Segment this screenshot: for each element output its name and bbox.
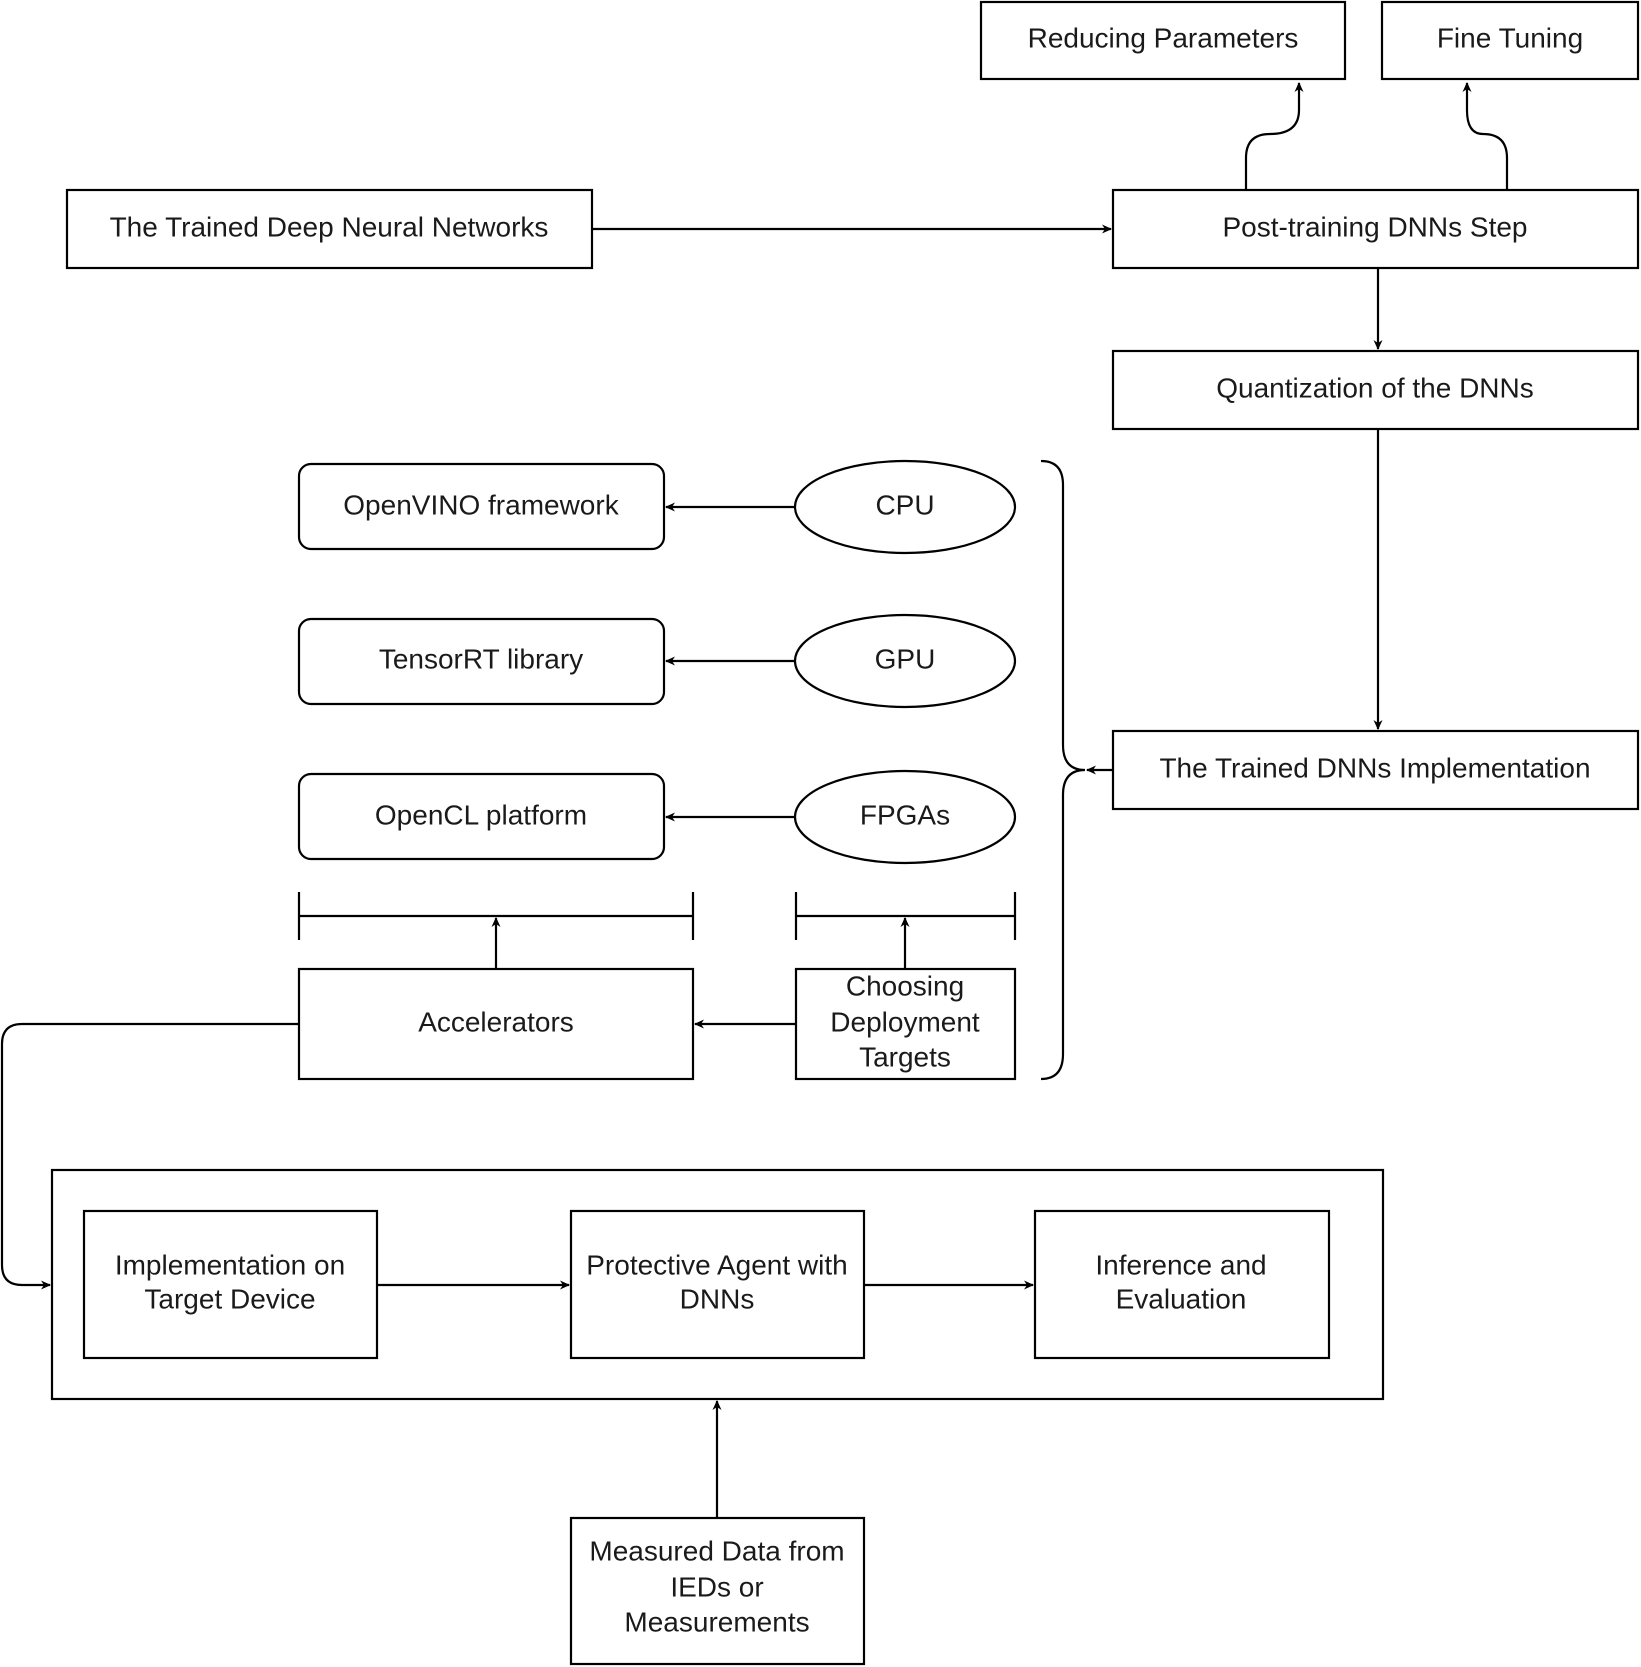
deployment-curly-brace (1040, 459, 1086, 1081)
reducing-parameters-label: Reducing Parameters (1028, 22, 1299, 53)
trained-impl-label: The Trained DNNs Implementation (1159, 752, 1590, 783)
tensorrt-node: TensorRT library (297, 617, 666, 706)
inference-line-1: Inference and (1095, 1249, 1266, 1280)
impl-target-line-2: Target Device (144, 1283, 315, 1314)
trained-impl-node: The Trained DNNs Implementation (1111, 729, 1640, 811)
impl-target-line-1: Implementation on (115, 1249, 345, 1280)
post-training-label: Post-training DNNs Step (1222, 211, 1527, 242)
library-group-bracket (297, 892, 695, 940)
hardware-group-bracket (794, 892, 1017, 940)
choosing-targets-line-2: Deployment (830, 1006, 980, 1037)
cpu-label: CPU (875, 489, 934, 520)
measured-data-line-3: Measurements (624, 1606, 809, 1637)
quantization-label: Quantization of the DNNs (1216, 372, 1534, 403)
post-training-node: Post-training DNNs Step (1111, 188, 1640, 270)
impl-target-node: Implementation on Target Device (82, 1209, 379, 1360)
inference-line-2: Evaluation (1116, 1283, 1247, 1314)
choosing-targets-line-1: Choosing (846, 970, 964, 1001)
fpgas-node: FPGAs (793, 769, 1017, 865)
measured-data-line-2: IEDs or (670, 1571, 763, 1602)
fpgas-label: FPGAs (860, 799, 950, 830)
fine-tuning-node: Fine Tuning (1380, 0, 1640, 81)
measured-data-line-1: Measured Data from (589, 1535, 844, 1566)
protective-agent-line-2: DNNs (680, 1283, 755, 1314)
arrow-post-training-to-reducing (1244, 82, 1304, 190)
reducing-parameters-node: Reducing Parameters (979, 0, 1347, 81)
opencl-label: OpenCL platform (375, 799, 587, 830)
trained-dnn-label: The Trained Deep Neural Networks (110, 211, 549, 242)
choosing-targets-line-3: Targets (859, 1041, 951, 1072)
openvino-node: OpenVINO framework (297, 462, 666, 551)
tensorrt-label: TensorRT library (379, 643, 583, 674)
accelerators-label: Accelerators (418, 1006, 574, 1037)
choosing-targets-node: Choosing Deployment Targets (794, 967, 1017, 1081)
protective-agent-node: Protective Agent with DNNs (569, 1209, 866, 1360)
openvino-label: OpenVINO framework (343, 489, 619, 520)
inference-node: Inference and Evaluation (1033, 1209, 1331, 1360)
quantization-node: Quantization of the DNNs (1111, 349, 1640, 431)
trained-dnn-node: The Trained Deep Neural Networks (65, 188, 594, 270)
cpu-node: CPU (793, 459, 1017, 555)
protective-agent-line-1: Protective Agent with (586, 1249, 847, 1280)
measured-data-node: Measured Data from IEDs or Measurements (569, 1516, 866, 1666)
opencl-node: OpenCL platform (297, 772, 666, 861)
fine-tuning-label: Fine Tuning (1437, 22, 1583, 53)
gpu-node: GPU (793, 613, 1017, 709)
arrow-accelerators-to-implementation (0, 1022, 299, 1290)
accelerators-node: Accelerators (297, 967, 695, 1081)
gpu-label: GPU (875, 643, 936, 674)
arrow-post-training-to-fine-tuning (1462, 82, 1509, 190)
